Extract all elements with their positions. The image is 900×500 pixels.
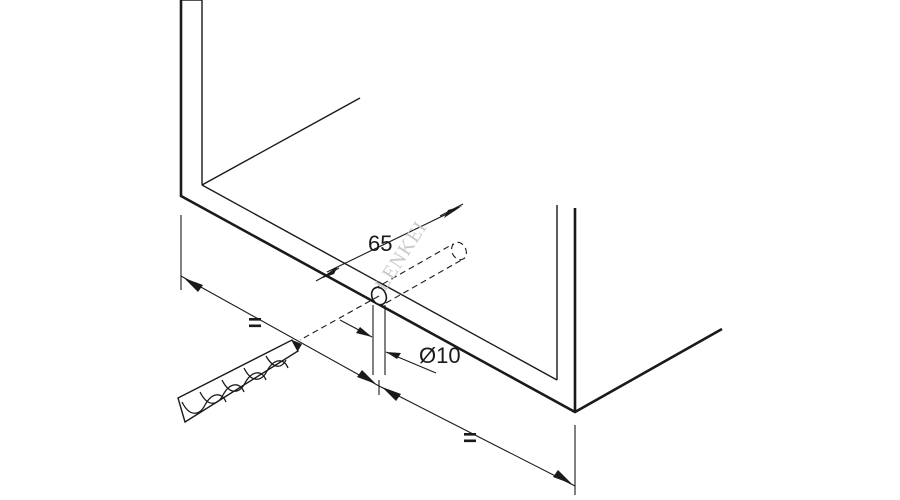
drill-bit-flutes xyxy=(181,355,289,414)
diameter-label: Ø10 xyxy=(419,343,461,368)
depth-arrow-back xyxy=(444,206,462,218)
right-equal-dimension xyxy=(378,385,576,495)
drill-bit-body xyxy=(177,339,299,424)
left-arrow-start xyxy=(184,278,203,292)
depth-arrow-front xyxy=(320,266,338,279)
depth-dim-line xyxy=(326,209,456,273)
drill-tip xyxy=(292,340,302,351)
bore-end xyxy=(451,241,467,261)
drill-bit xyxy=(177,339,302,424)
bottom-panel-inner-edge xyxy=(201,184,558,381)
right-equal-label: = xyxy=(463,425,477,452)
left-arrow-end xyxy=(357,370,376,384)
bore-lower-line xyxy=(385,257,466,304)
bore-hidden-lines xyxy=(299,241,467,341)
bore-upper-line xyxy=(373,243,454,290)
depth-label: 65 xyxy=(368,231,392,256)
right-arrow-start xyxy=(382,387,401,401)
left-equal-label: = xyxy=(248,310,262,337)
right-dim-line xyxy=(378,385,576,487)
diameter-arrow-left xyxy=(356,327,372,337)
drill-axis-line xyxy=(299,295,380,341)
bottom-panel-back-edge xyxy=(201,97,361,186)
left-dim-line xyxy=(180,275,380,387)
right-arrow-end xyxy=(553,470,572,484)
left-equal-dimension xyxy=(180,215,380,395)
diameter-arrow-right xyxy=(386,352,401,359)
cabinet-inner-lines xyxy=(181,0,558,381)
